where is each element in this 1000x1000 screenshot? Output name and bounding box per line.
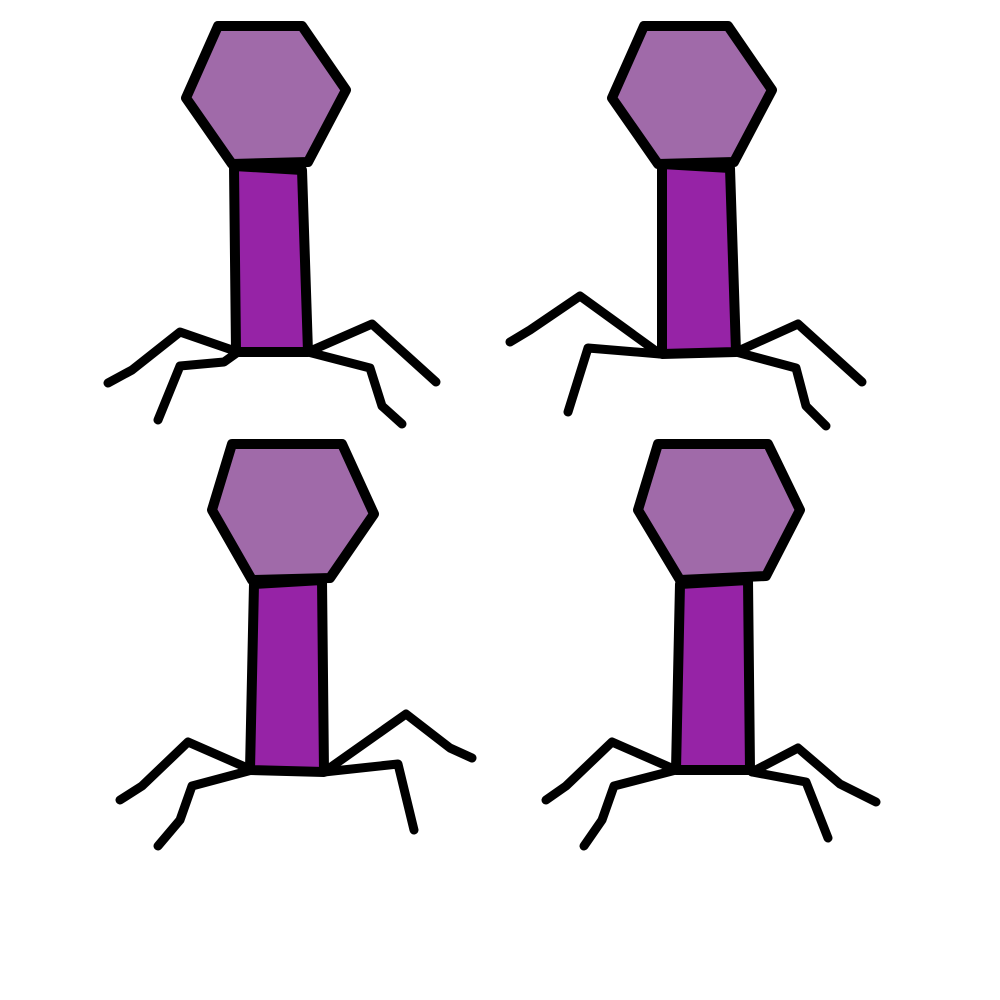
tail-fibers <box>505 291 867 431</box>
bacteriophage-2 <box>505 21 867 431</box>
bacteriophage-4 <box>541 439 881 851</box>
tail-sheath <box>657 159 741 359</box>
tail-sheath <box>671 575 755 775</box>
capsid-head <box>207 439 379 585</box>
tail-sheath <box>245 575 329 777</box>
capsid-head <box>633 439 805 585</box>
bacteriophage-3 <box>115 439 477 851</box>
tail-sheath <box>229 161 313 357</box>
tail-fibers <box>103 319 441 429</box>
tail-fibers <box>541 737 881 851</box>
bacteriophage-1 <box>103 21 441 429</box>
capsid-head <box>607 21 777 169</box>
capsid-head <box>181 21 351 169</box>
tail-fibers <box>115 709 477 851</box>
